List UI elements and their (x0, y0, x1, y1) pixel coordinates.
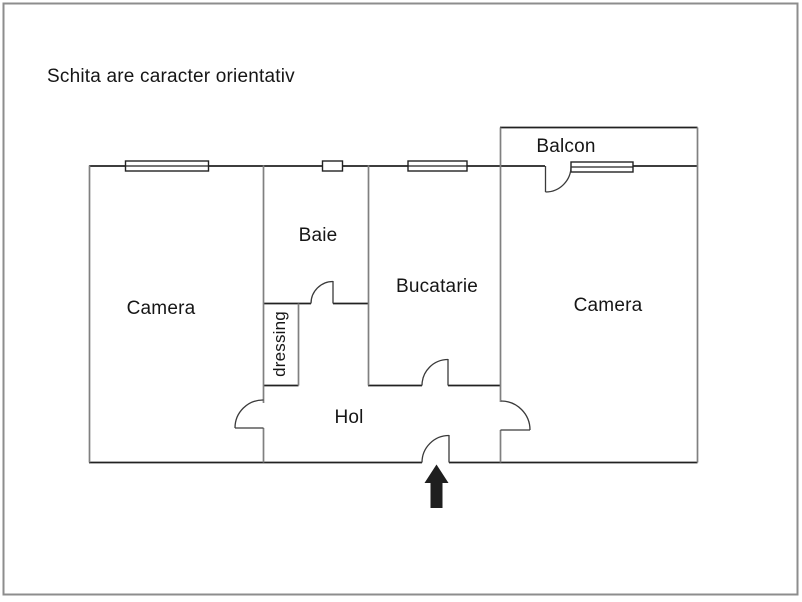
doors (234, 166, 572, 463)
entrance-arrow-icon (424, 464, 449, 508)
door-arc-camera-left (234, 399, 264, 429)
windows (124, 160, 634, 173)
room-label-dressing: dressing (270, 311, 289, 377)
disclaimer-text: Schita are caracter orientativ (47, 66, 295, 87)
window-baie (321, 160, 344, 172)
room-label-camera-left: Camera (126, 298, 196, 319)
door-arc-balcon (545, 166, 572, 193)
room-label-balcon: Balcon (536, 136, 596, 157)
door-arc-bucatarie (421, 358, 449, 386)
room-label-hol: Hol (334, 407, 364, 428)
door-arc-baie (310, 280, 334, 304)
door-arc-entrance (421, 434, 450, 463)
door-arc-camera-right (500, 400, 531, 431)
room-label-bucatarie: Bucatarie (395, 276, 479, 297)
room-label-camera-right: Camera (573, 295, 643, 316)
walls-vertical (88, 127, 699, 463)
room-label-baie: Baie (298, 225, 338, 246)
